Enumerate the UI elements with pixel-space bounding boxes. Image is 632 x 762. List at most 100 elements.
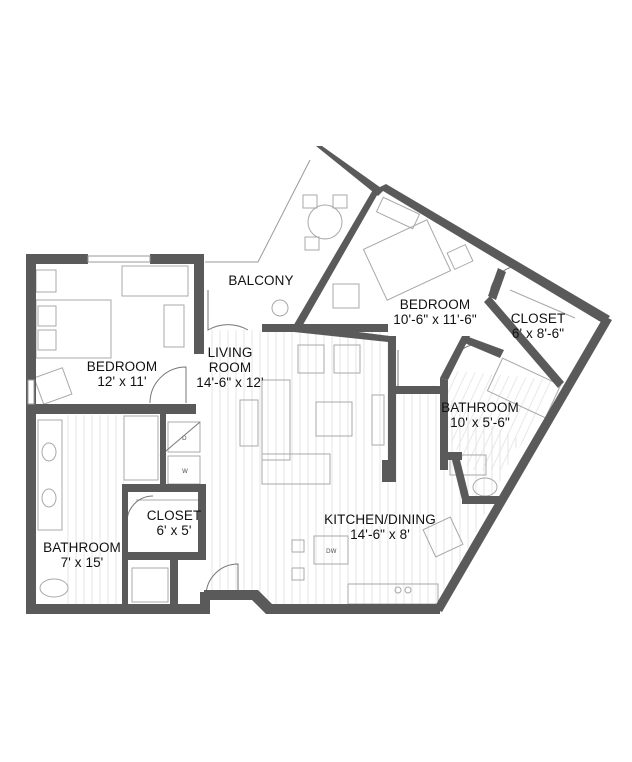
sink <box>41 442 57 462</box>
closet-main-label: CLOSET 6' x 8'-6" <box>498 311 578 341</box>
tv <box>371 394 385 446</box>
kitchen-island <box>313 535 349 565</box>
wall <box>26 254 36 614</box>
kitchen-dining-dims: 14'-6" x 8' <box>350 527 410 542</box>
fridge <box>422 516 464 558</box>
bathroom-main-label: BATHROOM 10' x 5'-6" <box>425 400 535 430</box>
vanity <box>449 454 487 476</box>
window <box>87 255 151 263</box>
living-room-name-line1: LIVING <box>207 345 253 360</box>
wall <box>170 558 178 604</box>
wall <box>122 552 206 560</box>
wall <box>26 604 208 614</box>
side-table <box>261 379 291 461</box>
bathroom-main-name: BATHROOM <box>441 400 519 415</box>
balcony-chair <box>304 236 320 251</box>
wall <box>198 484 206 556</box>
closet-hall-label: CLOSET 6' x 5' <box>134 508 214 538</box>
stool <box>291 567 305 581</box>
wall <box>488 268 506 300</box>
wall <box>462 336 504 358</box>
dryer <box>167 421 201 453</box>
bathroom-left-label: BATHROOM 7' x 15' <box>30 540 134 570</box>
media-console <box>239 399 259 447</box>
door-swing <box>159 421 201 457</box>
window <box>27 379 35 405</box>
balcony-chair <box>332 194 348 209</box>
balcony-outline <box>205 159 311 263</box>
balcony-name: BALCONY <box>228 273 294 288</box>
balcony-label: BALCONY <box>216 273 306 288</box>
left-bathroom-floor <box>62 415 124 605</box>
door-swing <box>149 366 187 404</box>
dryer-label: D <box>182 435 187 442</box>
bedroom-left-dims: 12' x 11' <box>97 374 147 389</box>
dresser <box>375 196 421 230</box>
wall <box>292 188 380 330</box>
bedroom-main-dims: 10'-6" x 11'-6" <box>393 312 477 327</box>
wall <box>194 254 204 354</box>
wall <box>446 452 462 460</box>
wall <box>440 378 448 470</box>
wall <box>26 254 88 264</box>
kitchen-dining-label: KITCHEN/DINING 14'-6" x 8' <box>318 512 442 542</box>
wardrobe <box>121 265 189 297</box>
water-heater <box>131 567 169 603</box>
wall <box>484 296 564 388</box>
sofa <box>261 453 331 485</box>
pillow <box>37 305 57 327</box>
bathroom-left-name: BATHROOM <box>43 540 121 555</box>
windows <box>27 255 151 405</box>
closet-main-dims: 6' x 8'-6" <box>511 326 565 341</box>
closet-hall-dims: 6' x 5' <box>156 523 192 538</box>
wall <box>378 184 610 324</box>
wall <box>150 254 204 264</box>
living-room-dims: 14'-6" x 12' <box>196 375 264 390</box>
washer-label: W <box>182 468 188 475</box>
nightstand <box>35 269 57 293</box>
toilet <box>39 578 69 598</box>
range-burner <box>404 586 412 594</box>
stool <box>291 539 305 553</box>
wall <box>388 426 396 460</box>
coffee-table <box>315 401 353 437</box>
balcony-plant <box>271 299 289 317</box>
nightstand <box>446 243 474 271</box>
wall <box>316 146 384 196</box>
armchair <box>333 344 361 374</box>
wall <box>262 324 292 332</box>
door-swing <box>397 350 435 392</box>
wall <box>452 460 470 500</box>
wall <box>200 592 210 614</box>
vanity <box>37 419 63 531</box>
closet-hall-name: CLOSET <box>146 508 202 523</box>
sink <box>41 488 57 508</box>
walls <box>26 146 612 614</box>
bed <box>35 299 112 359</box>
closet-rod <box>509 289 576 319</box>
wall <box>382 460 396 482</box>
bathroom-left-dims: 7' x 15' <box>60 555 104 570</box>
wall <box>434 316 612 612</box>
bed <box>362 219 452 301</box>
balcony-chair <box>302 194 318 209</box>
living-room-label: LIVING ROOM 14'-6" x 12' <box>184 345 276 390</box>
wall <box>396 386 440 394</box>
pillow <box>37 329 57 351</box>
kitchen-dining-name: KITCHEN/DINING <box>324 512 436 527</box>
living-room-name-line2: ROOM <box>208 360 252 375</box>
dishwasher-label: DW <box>326 548 337 555</box>
armchair <box>297 344 325 374</box>
tub <box>123 415 159 481</box>
wall <box>122 484 128 604</box>
right-bathroom-floor <box>447 370 555 470</box>
bedroom-main-label: BEDROOM 10'-6" x 11'-6" <box>370 297 500 327</box>
balcony-table <box>307 204 343 240</box>
wall <box>294 324 390 342</box>
wall <box>160 410 166 490</box>
bedroom-left-label: BEDROOM 12' x 11' <box>72 359 172 389</box>
door-swing <box>205 563 239 597</box>
closet-main-name: CLOSET <box>510 311 566 326</box>
range-burner <box>394 586 402 594</box>
